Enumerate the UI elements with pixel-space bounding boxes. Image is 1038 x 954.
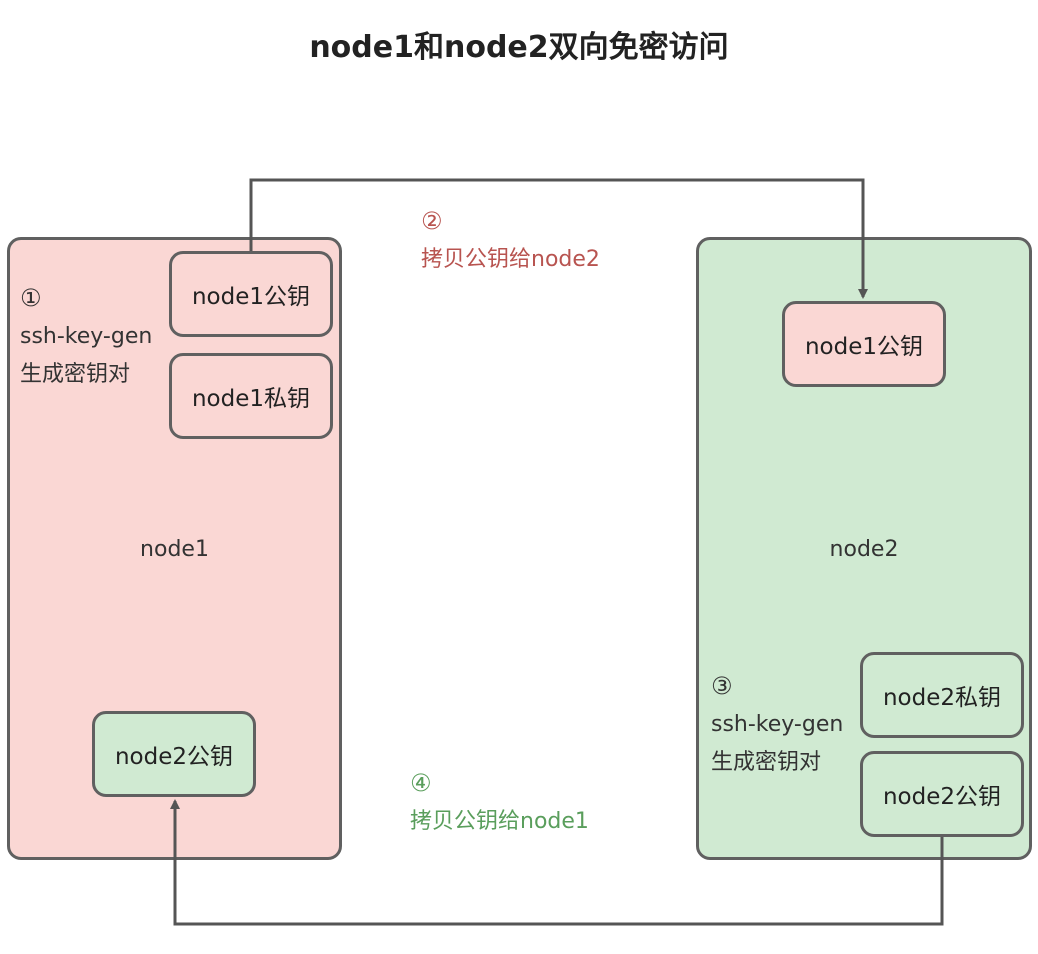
step1-command: ssh-key-gen	[20, 324, 153, 349]
step3-action: 生成密钥对	[711, 750, 822, 775]
step1-number: ①	[20, 284, 42, 312]
node2-label: node2	[829, 537, 899, 562]
node1-public-key: node1公钥	[169, 251, 333, 337]
step1-annotation: ① ssh-key-gen 生成密钥对	[20, 278, 152, 394]
node2-public-key: node2公钥	[860, 751, 1024, 837]
copy-to-node2-arrow	[249, 178, 868, 299]
step4-number: ④	[410, 769, 432, 797]
step1-action: 生成密钥对	[20, 362, 131, 387]
step2-text: 拷贝公钥给node2	[421, 247, 600, 272]
step3-annotation: ③ ssh-key-gen 生成密钥对	[711, 666, 843, 782]
step4-annotation: ④ 拷贝公钥给node1	[410, 763, 589, 841]
node1-label: node1	[140, 537, 209, 562]
step3-number: ③	[711, 672, 733, 700]
copy-to-node1-arrow	[170, 799, 944, 926]
step3-command: ssh-key-gen	[711, 712, 844, 737]
node2-private-key: node2私钥	[860, 652, 1024, 738]
node1-public-key-copy-on-node2: node1公钥	[782, 301, 946, 387]
step2-number: ②	[421, 207, 443, 235]
step2-annotation: ② 拷贝公钥给node2	[421, 201, 600, 279]
diagram-title: node1和node2双向免密访问	[309, 30, 729, 65]
node1-private-key: node1私钥	[169, 353, 333, 439]
step4-text: 拷贝公钥给node1	[410, 809, 589, 834]
node2-public-key-copy-on-node1: node2公钥	[92, 711, 256, 797]
